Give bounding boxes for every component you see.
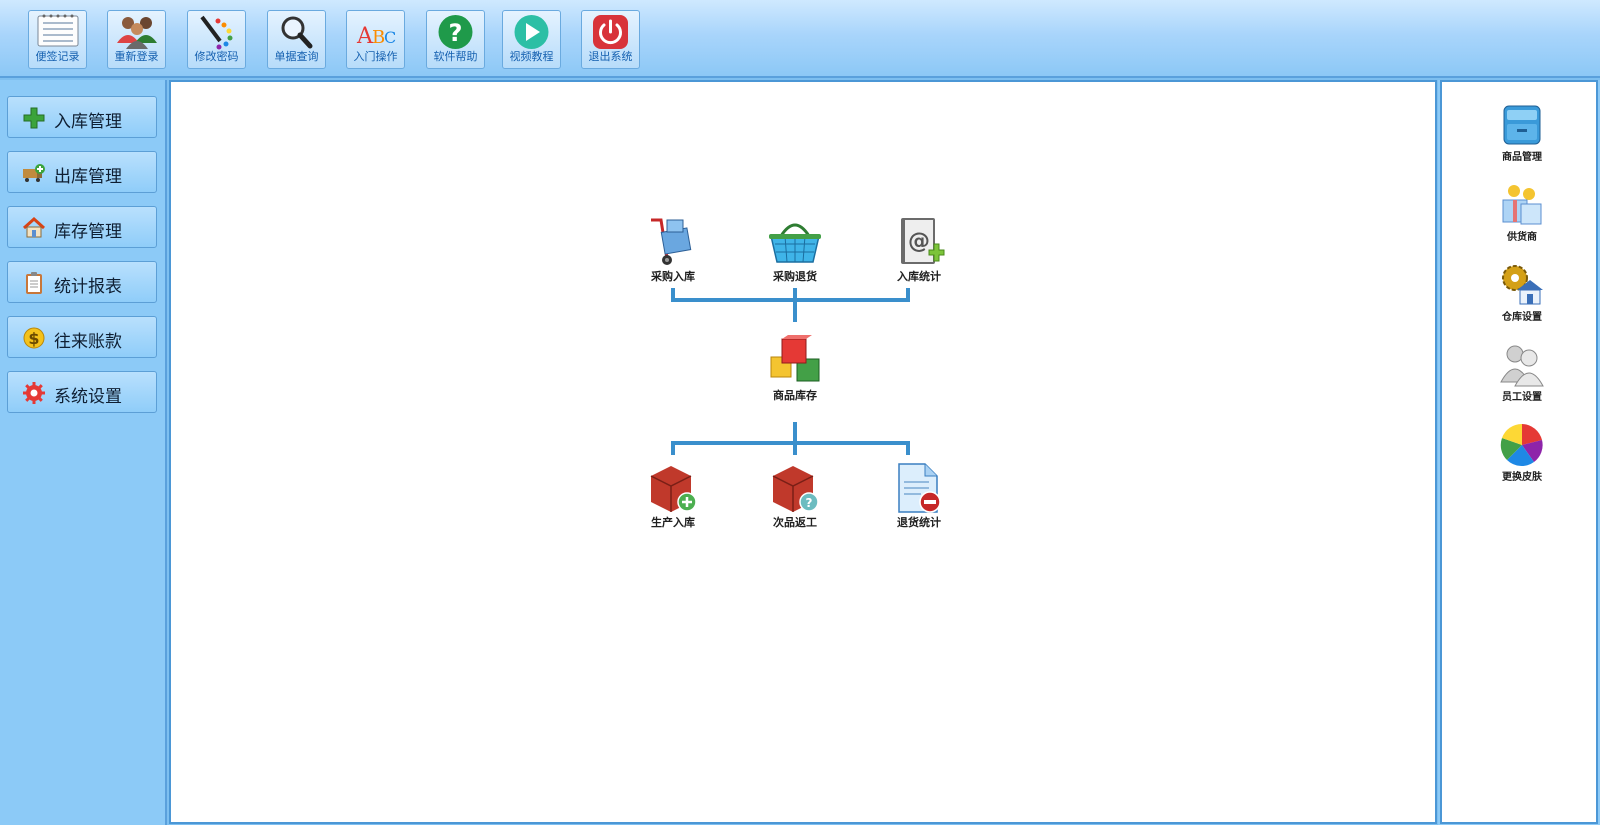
svg-text:$: $ bbox=[28, 329, 39, 348]
color-wheel-icon bbox=[1500, 423, 1543, 466]
svg-text:?: ? bbox=[806, 496, 813, 510]
sidebar-item-label: 往来账款 bbox=[54, 332, 122, 352]
box-add-icon bbox=[650, 466, 697, 512]
magnifier-icon bbox=[281, 16, 313, 49]
flow-node-label: 入库统计 bbox=[897, 270, 941, 283]
right-item-label: 商品管理 bbox=[1502, 152, 1542, 163]
supplier-icon bbox=[1502, 185, 1542, 225]
sidebar-item-label: 入库管理 bbox=[54, 112, 122, 132]
help-label: 软件帮助 bbox=[433, 50, 478, 63]
query-button[interactable]: 单据查询 bbox=[267, 10, 326, 69]
sidebar-item-accounts[interactable]: $ 往来账款 bbox=[7, 316, 157, 358]
hand-truck-icon bbox=[651, 218, 692, 265]
clipboard-icon bbox=[26, 272, 42, 294]
cabinet-icon bbox=[1503, 105, 1541, 145]
box-question-icon: ? bbox=[772, 466, 819, 512]
boxes-icon bbox=[770, 335, 820, 382]
warehouse-gear-icon bbox=[1502, 265, 1543, 305]
right-panel-inner: 商品管理 供货商 仓库设置 bbox=[1440, 80, 1598, 824]
sidebar-item-outbound[interactable]: 出库管理 bbox=[7, 151, 157, 193]
dollar-icon: $ bbox=[23, 327, 45, 349]
svg-text:A: A bbox=[356, 24, 374, 49]
notepad-label: 便签记录 bbox=[35, 50, 80, 63]
staff-icon bbox=[1500, 345, 1544, 387]
house-icon bbox=[22, 216, 46, 238]
pen-palette-icon bbox=[200, 15, 233, 50]
power-icon bbox=[593, 15, 628, 49]
sidebar-item-settings[interactable]: 系统设置 bbox=[7, 371, 157, 413]
flow-node-inbound-stats[interactable]: @ 入库统计 bbox=[874, 216, 964, 284]
basket-icon bbox=[769, 223, 821, 263]
help-button[interactable]: ? 软件帮助 bbox=[426, 10, 485, 69]
flow-node-purchase-in[interactable]: 采购入库 bbox=[628, 216, 718, 284]
help-icon: ? bbox=[438, 15, 473, 49]
getting-started-label: 入门操作 bbox=[353, 50, 398, 63]
gear-icon bbox=[23, 382, 45, 404]
right-item-label: 供货商 bbox=[1507, 232, 1537, 243]
sidebar-item-label: 统计报表 bbox=[54, 277, 122, 297]
right-panel: 商品管理 供货商 仓库设置 bbox=[1438, 80, 1600, 825]
exit-button[interactable]: 退出系统 bbox=[581, 10, 640, 69]
svg-text:C: C bbox=[384, 28, 396, 47]
exit-label: 退出系统 bbox=[588, 50, 633, 63]
flow-node-label: 商品库存 bbox=[773, 389, 817, 402]
flow-node-purchase-return[interactable]: 采购退货 bbox=[750, 216, 840, 284]
flow-node-rework[interactable]: ? 次品返工 bbox=[750, 462, 840, 530]
truck-add-icon bbox=[23, 164, 45, 182]
svg-text:@: @ bbox=[908, 229, 930, 254]
flow-node-label: 退货统计 bbox=[897, 516, 941, 529]
sidebar-item-reports[interactable]: 统计报表 bbox=[7, 261, 157, 303]
right-item-label: 仓库设置 bbox=[1502, 312, 1542, 323]
main-panel: 采购入库 采购退货 @ 入库统计 商品库存 bbox=[169, 80, 1437, 824]
sidebar-item-inventory[interactable]: 库存管理 bbox=[7, 206, 157, 248]
staff-settings-button[interactable]: 员工设置 bbox=[1482, 342, 1562, 403]
plus-icon bbox=[23, 107, 45, 129]
svg-text:?: ? bbox=[449, 19, 463, 47]
sidebar: 入库管理 出库管理 库存管理 统计报表 $ 往来账款 bbox=[0, 80, 167, 825]
video-tutorial-label: 视频教程 bbox=[509, 50, 554, 63]
flow-node-label: 次品返工 bbox=[773, 516, 817, 529]
product-management-button[interactable]: 商品管理 bbox=[1482, 102, 1562, 163]
address-book-icon: @ bbox=[901, 218, 945, 264]
video-tutorial-button[interactable]: 视频教程 bbox=[502, 10, 561, 69]
users-icon bbox=[117, 17, 157, 49]
flow-connectors bbox=[671, 288, 910, 455]
flow-node-label: 生产入库 bbox=[651, 516, 695, 529]
getting-started-button[interactable]: A B C 入门操作 bbox=[346, 10, 405, 69]
toolbar: 便签记录 重新登录 修改密码 单据查询 A B C 入门操作 bbox=[0, 0, 1600, 78]
change-password-label: 修改密码 bbox=[194, 50, 239, 63]
supplier-button[interactable]: 供货商 bbox=[1482, 182, 1562, 243]
abc-icon: A B C bbox=[356, 24, 396, 49]
sidebar-item-label: 库存管理 bbox=[54, 222, 122, 242]
relogin-button[interactable]: 重新登录 bbox=[107, 10, 166, 69]
flow-node-return-stats[interactable]: 退货统计 bbox=[874, 462, 964, 530]
right-item-label: 员工设置 bbox=[1502, 392, 1542, 403]
flow-node-label: 采购退货 bbox=[773, 270, 817, 283]
flow-node-stock[interactable]: 商品库存 bbox=[750, 335, 840, 403]
flow-node-production-in[interactable]: 生产入库 bbox=[628, 462, 718, 530]
flow-node-label: 采购入库 bbox=[651, 270, 695, 283]
sidebar-item-label: 系统设置 bbox=[54, 387, 122, 407]
relogin-label: 重新登录 bbox=[114, 50, 159, 63]
sidebar-item-inbound[interactable]: 入库管理 bbox=[7, 96, 157, 138]
svg-text:B: B bbox=[372, 27, 385, 48]
play-icon bbox=[514, 15, 549, 49]
query-label: 单据查询 bbox=[274, 50, 319, 63]
warehouse-settings-button[interactable]: 仓库设置 bbox=[1482, 262, 1562, 323]
notepad-button[interactable]: 便签记录 bbox=[28, 10, 87, 69]
change-password-button[interactable]: 修改密码 bbox=[187, 10, 246, 69]
document-remove-icon bbox=[898, 463, 941, 513]
change-skin-button[interactable]: 更换皮肤 bbox=[1482, 422, 1562, 483]
sidebar-item-label: 出库管理 bbox=[54, 167, 122, 187]
right-item-label: 更换皮肤 bbox=[1502, 472, 1542, 483]
notepad-icon bbox=[37, 14, 79, 47]
